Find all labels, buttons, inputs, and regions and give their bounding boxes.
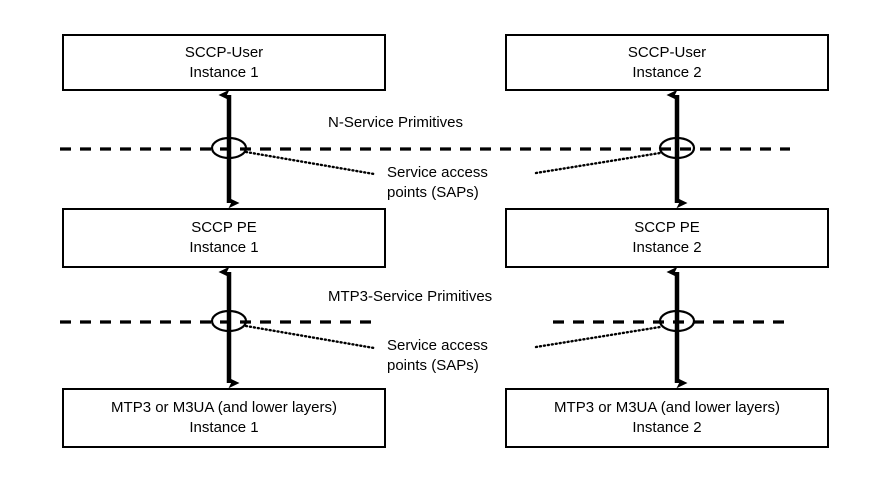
box-sccp-user-1-line-1: SCCP-User [184, 43, 264, 61]
box-mtp3-1-line-1: MTP3 or M3UA (and lower layers) [111, 399, 337, 416]
box-mtp3-2-line-1: MTP3 or M3UA (and lower layers) [554, 399, 780, 416]
sap-ellipse-n-right [658, 136, 696, 160]
sap-ellipse-mtp3-right [658, 309, 696, 333]
box-sccp-pe-2-line-2: Instance 2 [632, 239, 702, 256]
box-mtp3-instance-1[interactable]: MTP3 or M3UA (and lower layers) Instance… [62, 388, 386, 448]
box-sccp-pe-instance-1[interactable]: SCCP PE Instance 1 [62, 208, 386, 268]
sap-ellipse-n-left [210, 136, 248, 160]
box-sccp-user-instance-1[interactable]: SCCP-User Instance 1 [62, 34, 386, 91]
label-service-access-points-upper-line-2: points (SAPs) [387, 184, 479, 201]
box-sccp-pe-instance-2[interactable]: SCCP PE Instance 2 [505, 208, 829, 268]
box-sccp-user-1-line-2: Instance 1 [189, 63, 259, 81]
box-mtp3-instance-2[interactable]: MTP3 or M3UA (and lower layers) Instance… [505, 388, 829, 448]
box-mtp3-2-line-2: Instance 2 [632, 419, 702, 436]
label-mtp3-service-primitives: MTP3-Service Primitives [328, 288, 493, 305]
box-sccp-user-instance-2[interactable]: SCCP-User Instance 2 [505, 34, 829, 91]
label-n-service-primitives: N-Service Primitives [328, 114, 464, 131]
label-service-access-points-lower: Service access points (SAPs) [387, 336, 488, 376]
leader-line-sap-mtp3-right [534, 325, 662, 349]
label-service-access-points-upper-line-1: Service access [387, 164, 488, 181]
sap-ellipse-mtp3-left [210, 309, 248, 333]
leader-line-sap-n-right [534, 151, 662, 175]
box-sccp-pe-2-line-1: SCCP PE [634, 219, 700, 236]
box-sccp-user-2-line-1: SCCP-User [627, 43, 707, 61]
label-service-access-points-lower-line-1: Service access [387, 337, 488, 354]
label-service-access-points-lower-line-2: points (SAPs) [387, 357, 479, 374]
leader-line-sap-n-left [244, 150, 376, 176]
label-service-access-points-upper: Service access points (SAPs) [387, 163, 488, 203]
leader-line-sap-mtp3-left [244, 324, 376, 350]
box-mtp3-1-line-2: Instance 1 [189, 419, 259, 436]
box-sccp-pe-1-line-2: Instance 1 [189, 239, 259, 256]
box-sccp-user-2-line-2: Instance 2 [632, 63, 702, 81]
box-sccp-pe-1-line-1: SCCP PE [191, 219, 257, 236]
